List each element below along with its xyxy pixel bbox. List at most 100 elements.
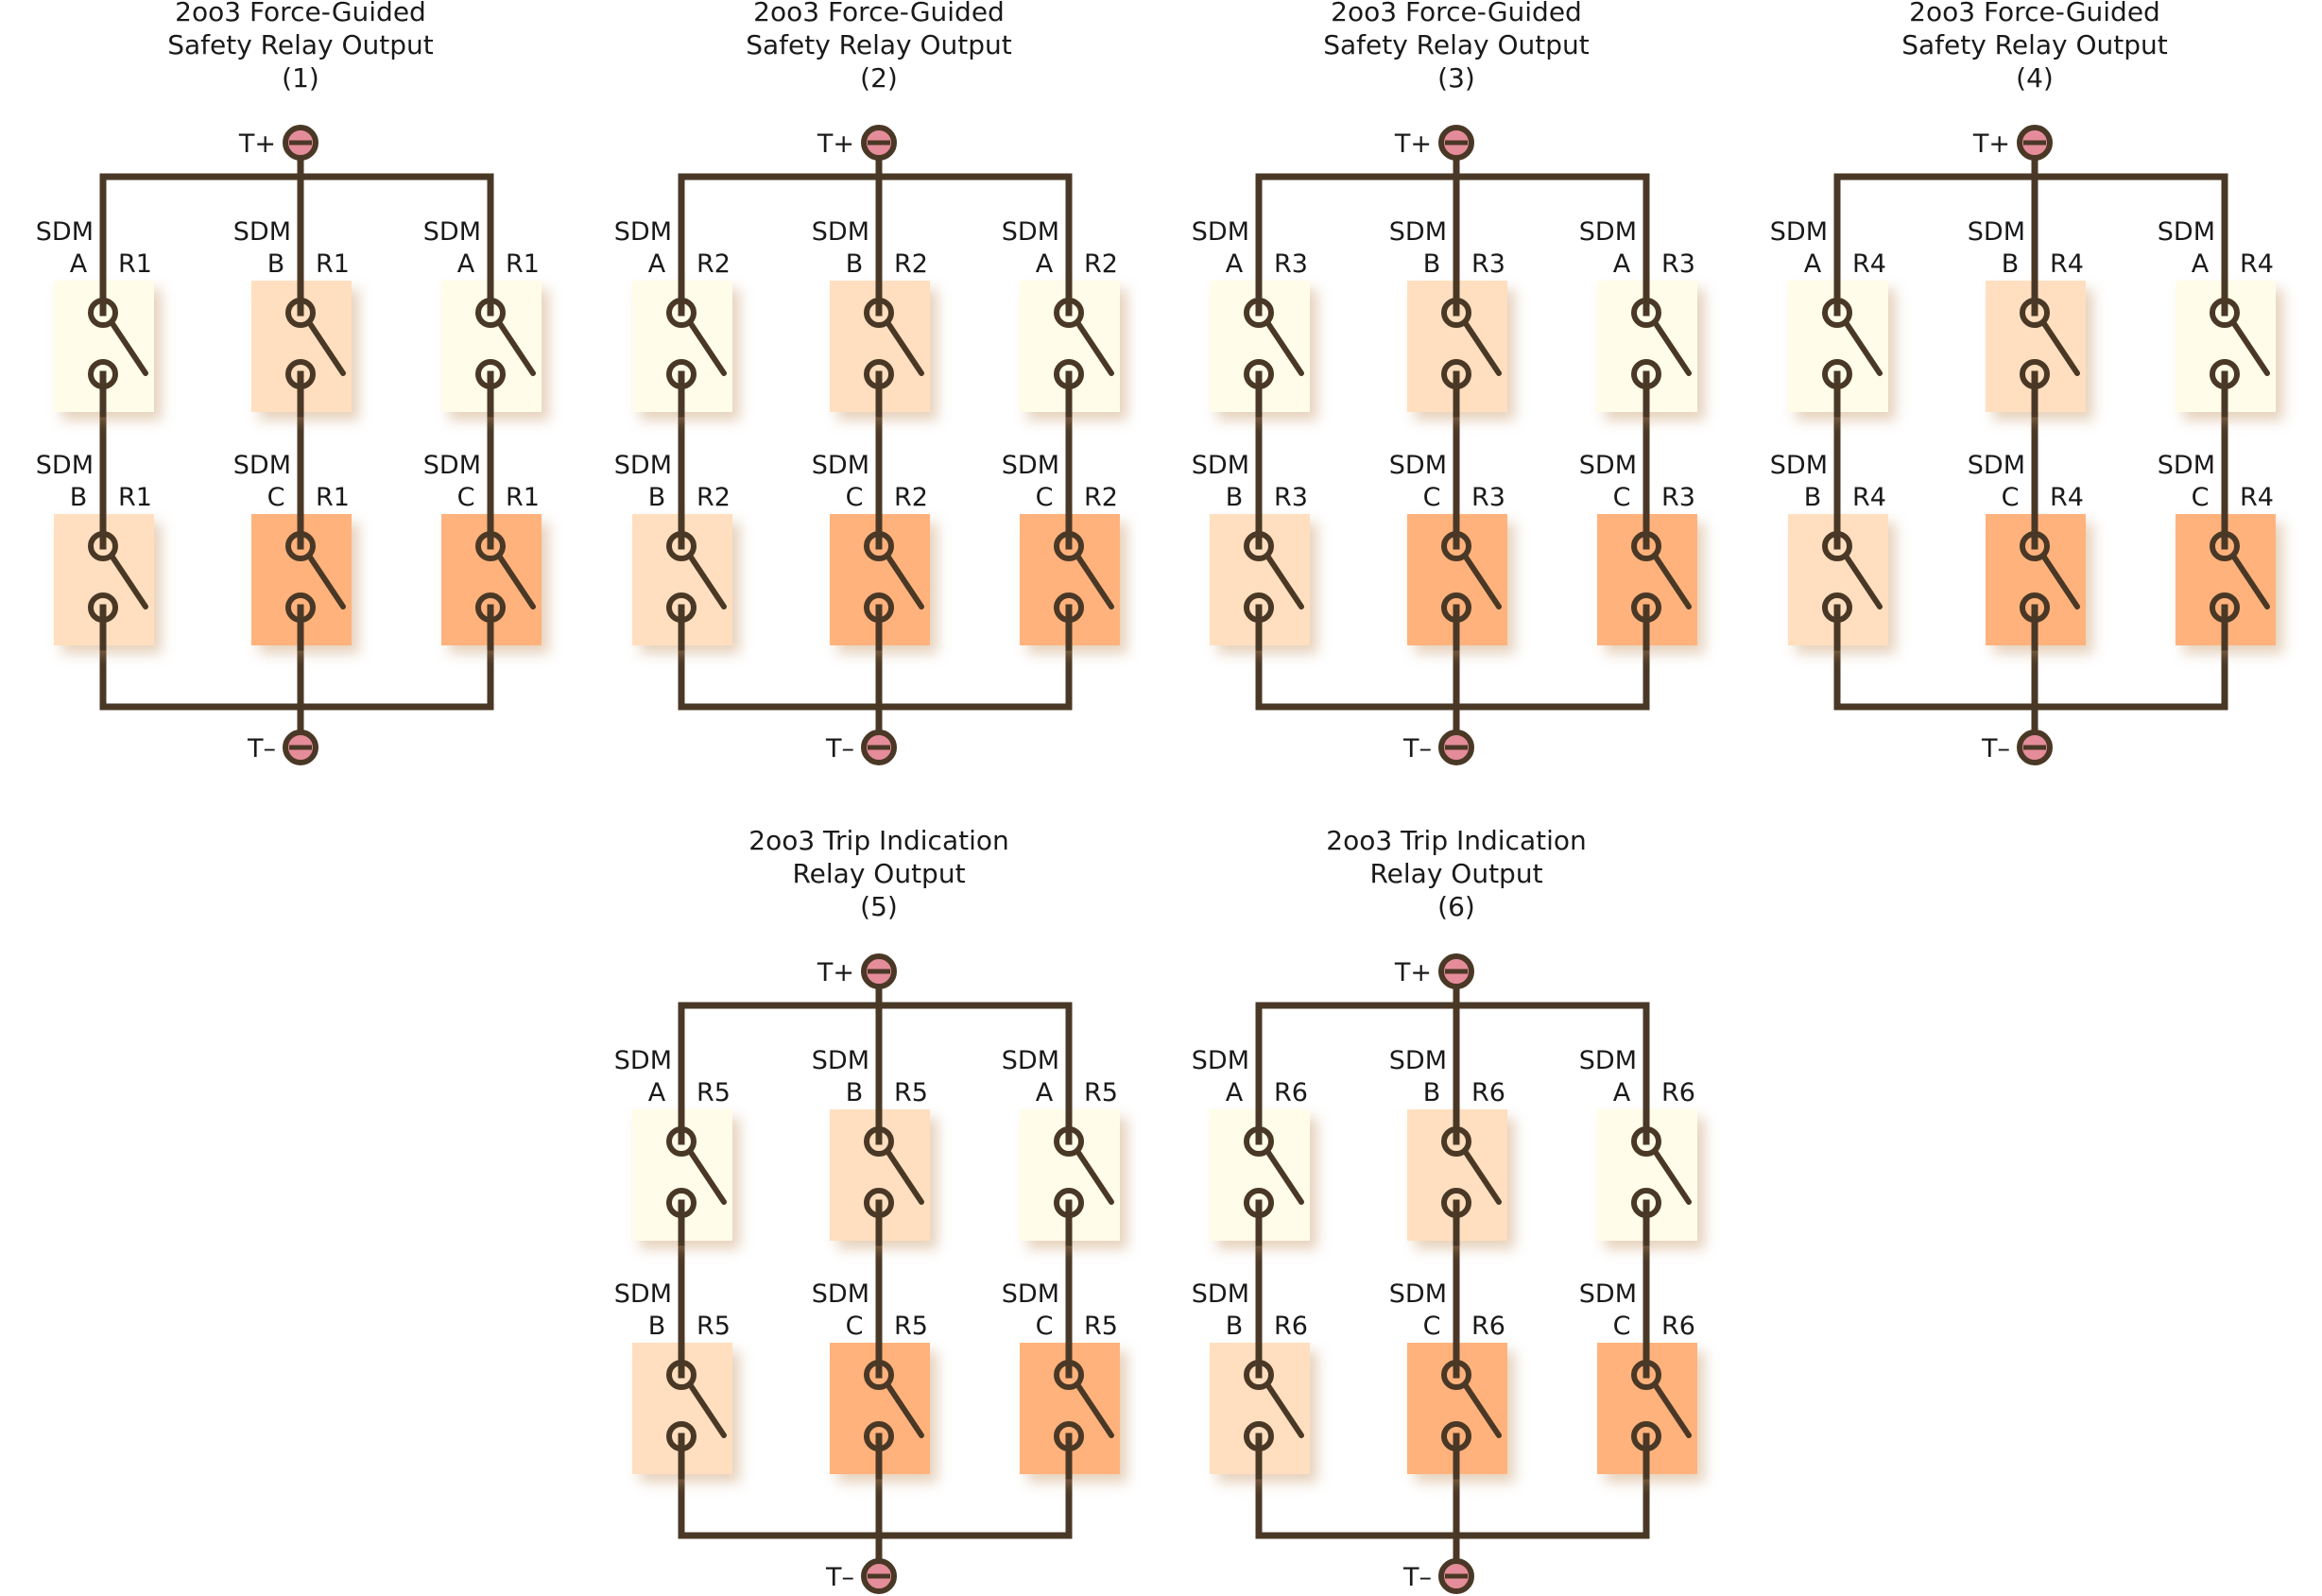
bottom-contact-3-relay-label: R1 (506, 483, 540, 512)
bottom-contact-2-contact-upper (1441, 531, 1471, 561)
top-contact-1-switch-blade (687, 319, 727, 376)
bottom-contact-2-switch-blade (2040, 553, 2080, 609)
bottom-contact-1-relay-label: R5 (697, 1312, 731, 1341)
bottom-contact-2-contact-lower (285, 592, 316, 623)
bottom-contact-1-relay-label: R6 (1274, 1312, 1308, 1341)
top-contact-3-relay-label: R5 (1084, 1078, 1118, 1107)
bottom-contact-3-contact-upper (1631, 1360, 1661, 1390)
terminal-minus-label: T– (1981, 734, 2010, 764)
top-contact-3-sdm-letter: A (1613, 1078, 1631, 1107)
bottom-contact-2-sdm-label: SDM (1389, 451, 1447, 480)
bottom-contact-1-sdm-label: SDM (614, 451, 672, 480)
top-contact-2-contact-upper (864, 298, 894, 328)
top-bus-wire (99, 173, 494, 236)
bottom-contact-2-sdm-label: SDM (812, 1279, 869, 1309)
bottom-contact-3-sdm-letter: C (1613, 1312, 1631, 1341)
bottom-bus-wire (1833, 654, 2228, 711)
bottom-contact-3-contact-upper (2210, 531, 2240, 561)
terminal-plus-label: T+ (238, 129, 276, 159)
bottom-contact-1-relay-label: R2 (697, 483, 731, 512)
circuit-title-line: (1) (282, 62, 319, 94)
bottom-contact-2-relay-label: R2 (894, 483, 928, 512)
top-contact-2-relay-label: R2 (894, 249, 928, 279)
bottom-contact-1-sdm-letter: B (648, 1312, 666, 1341)
top-contact-3-sdm-label: SDM (1002, 1046, 1059, 1075)
bottom-contact-1-sdm-label: SDM (1770, 451, 1828, 480)
top-contact-1-relay-label: R3 (1274, 249, 1308, 279)
bottom-contact-3-sdm-label: SDM (423, 451, 481, 480)
bottom-contact-2-sdm-label: SDM (812, 451, 869, 480)
top-contact-1-switch-blade (1264, 319, 1304, 376)
bottom-contact-2-relay-label: R6 (1471, 1312, 1505, 1341)
terminal-minus-label: T– (825, 734, 854, 764)
top-contact-2-sdm-letter: B (846, 1078, 864, 1107)
top-contact-3-relay-label: R2 (1084, 249, 1118, 279)
bottom-contact-2-contact-lower (864, 592, 894, 623)
bottom-contact-2-sdm-letter: C (1423, 1312, 1441, 1341)
bottom-contact-3-relay-label: R2 (1084, 483, 1118, 512)
top-contact-2-relay-label: R6 (1471, 1078, 1505, 1107)
bottom-contact-2-relay-label: R5 (894, 1312, 928, 1341)
bottom-bus-wire (99, 654, 494, 711)
bottom-contact-1-sdm-letter: B (70, 483, 88, 512)
top-contact-1-contact-upper (666, 1126, 697, 1157)
bottom-contact-3-switch-blade (1652, 553, 1692, 609)
bottom-contact-1-relay-label: R3 (1274, 483, 1308, 512)
circuit-title-line: 2oo3 Trip Indication (748, 825, 1009, 856)
terminal-plus-label: T+ (1394, 958, 1432, 987)
bottom-contact-2-switch-blade (885, 1381, 924, 1438)
bottom-contact-3-sdm-letter: C (457, 483, 475, 512)
top-contact-2-sdm-label: SDM (1968, 217, 2025, 247)
bottom-contact-1-sdm-letter: B (1226, 1312, 1244, 1341)
circuit-title-line: 2oo3 Force-Guided (1909, 0, 2160, 27)
bottom-contact-2-sdm-label: SDM (233, 451, 291, 480)
top-contact-2-switch-blade (306, 319, 346, 376)
bottom-contact-1-switch-blade (1843, 553, 1883, 609)
terminal-minus-label: T– (1402, 1563, 1432, 1592)
top-contact-1-relay-label: R5 (697, 1078, 731, 1107)
bottom-contact-3-switch-blade (2230, 553, 2270, 609)
top-contact-3-contact-upper (1631, 298, 1661, 328)
top-contact-2-sdm-letter: B (267, 249, 285, 279)
bottom-contact-3-contact-lower (1631, 592, 1661, 623)
bottom-contact-2-sdm-letter: C (2002, 483, 2020, 512)
bottom-contact-3-switch-blade (1652, 1381, 1692, 1438)
top-contact-3-sdm-label: SDM (1002, 217, 1059, 247)
bottom-contact-2-contact-lower (864, 1421, 894, 1451)
top-contact-1-sdm-label: SDM (614, 217, 672, 247)
top-contact-3-sdm-letter: A (1036, 249, 1054, 279)
circuit-title-line: (4) (2016, 62, 2054, 94)
bottom-contact-3-contact-lower (1054, 592, 1084, 623)
bottom-contact-1-switch-blade (1264, 1381, 1304, 1438)
top-contact-1-sdm-letter: A (648, 249, 666, 279)
bottom-bus-wire (1255, 654, 1650, 711)
bottom-contact-1-switch-blade (687, 1381, 727, 1438)
terminal-minus-label: T– (825, 1563, 854, 1592)
top-contact-2-contact-lower (285, 359, 316, 389)
top-contact-2-sdm-letter: B (846, 249, 864, 279)
top-contact-3-relay-label: R1 (506, 249, 540, 279)
top-contact-3-switch-blade (1075, 319, 1114, 376)
top-contact-2-contact-lower (864, 1188, 894, 1218)
bottom-contact-1-switch-blade (687, 553, 727, 609)
top-contact-1-switch-blade (687, 1148, 727, 1205)
bottom-contact-2-switch-blade (885, 553, 924, 609)
top-bus-wire (1833, 173, 2228, 236)
top-contact-1-contact-upper (1244, 298, 1274, 328)
circuit-title-line: Safety Relay Output (1323, 29, 1590, 60)
circuit-title-line: (3) (1437, 62, 1475, 94)
bottom-contact-3-contact-upper (1631, 531, 1661, 561)
top-contact-1-contact-upper (88, 298, 118, 328)
top-contact-2-contact-lower (2020, 359, 2050, 389)
bottom-contact-1-contact-upper (1244, 1360, 1274, 1390)
top-contact-1-sdm-label: SDM (614, 1046, 672, 1075)
top-contact-3-switch-blade (1652, 1148, 1692, 1205)
top-contact-2-contact-upper (1441, 298, 1471, 328)
bottom-contact-2-sdm-label: SDM (1968, 451, 2025, 480)
top-contact-3-sdm-letter: A (1613, 249, 1631, 279)
top-contact-2-relay-label: R3 (1471, 249, 1505, 279)
